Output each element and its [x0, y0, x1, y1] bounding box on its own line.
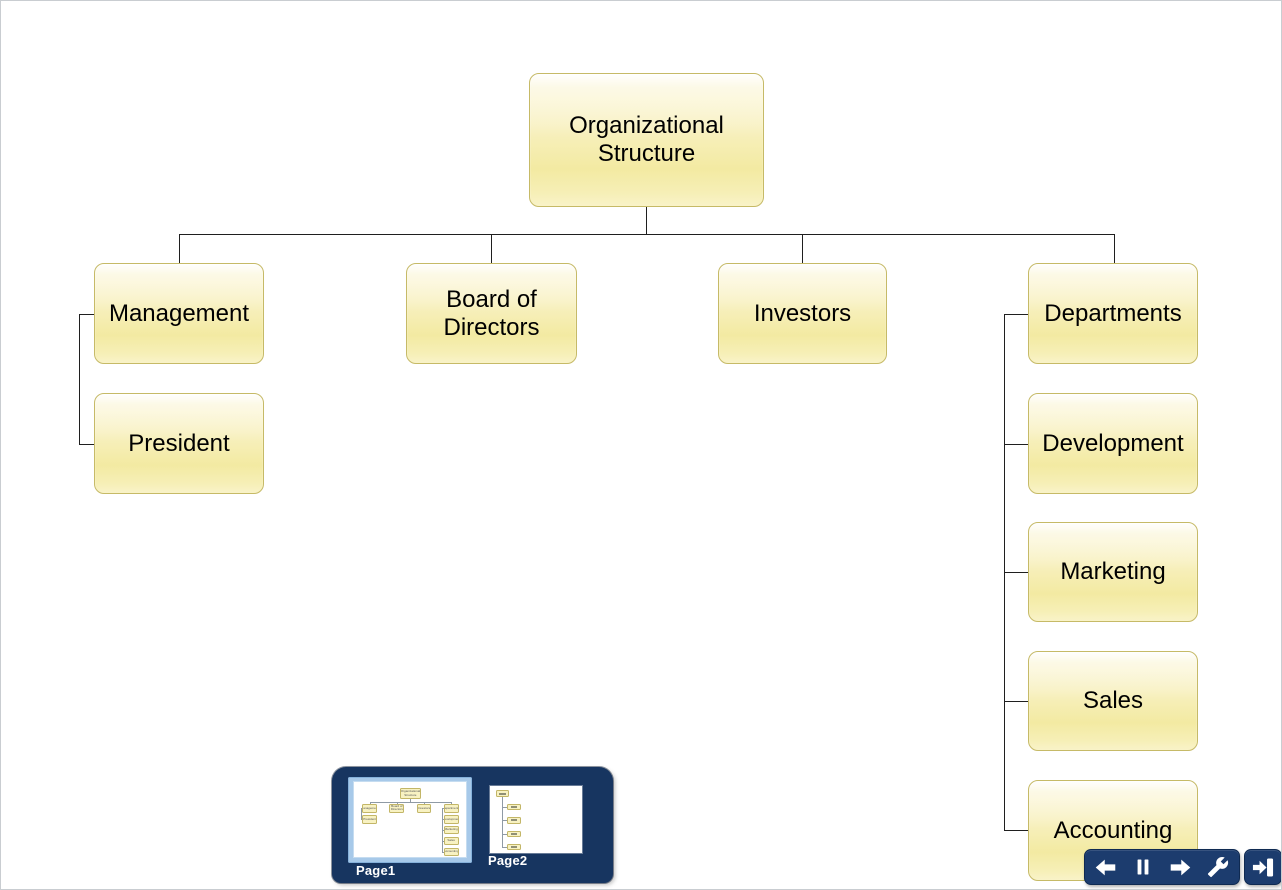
- mini-node-text: Organizational Structure: [400, 789, 421, 797]
- org-connector-line: [1004, 830, 1028, 831]
- mini-connector: [441, 851, 444, 853]
- wrench-icon: [1207, 856, 1229, 878]
- org-connector-line: [79, 314, 94, 315]
- mini-connector: [451, 801, 453, 805]
- org-node-label: Development: [1042, 429, 1184, 457]
- mini-connector: [410, 799, 412, 802]
- org-node-label: Sales: [1082, 687, 1144, 714]
- mini-connector: [502, 797, 503, 847]
- org-node-label: Investors: [753, 299, 852, 327]
- org-node-label: Accounting: [1053, 816, 1173, 844]
- mini-connector: [502, 806, 507, 808]
- mini-node-text: Sales: [447, 838, 455, 843]
- arrow-left-icon: [1094, 856, 1117, 879]
- mini-connector: [369, 801, 452, 803]
- org-connector-line: [79, 314, 80, 444]
- mini-connector: [423, 801, 425, 805]
- org-node-board-of-directors: Board of Directors: [406, 263, 577, 364]
- org-connector-line: [179, 234, 180, 263]
- org-connector-line: [802, 234, 803, 263]
- org-node-label: Departments: [1044, 299, 1182, 327]
- org-node-marketing: Marketing: [1028, 522, 1198, 622]
- org-node-sales: Sales: [1028, 651, 1198, 751]
- page-label-page2: Page2: [488, 853, 528, 868]
- exit-door-icon: [1251, 856, 1275, 879]
- mini-connector: [502, 846, 507, 848]
- mini-node-text: Marketing: [444, 827, 458, 832]
- pause-icon: [1133, 856, 1153, 878]
- org-node-development: Development: [1028, 393, 1198, 494]
- next-slide-button[interactable]: [1164, 852, 1198, 882]
- org-connector-line: [79, 444, 94, 445]
- mini-node-text: Management: [363, 805, 376, 810]
- mini-connector: [441, 830, 444, 832]
- mini-node-development: Development: [443, 815, 459, 824]
- mini-node-text: President: [363, 816, 376, 821]
- mini-node: [507, 803, 521, 810]
- mini-node-text: Investors: [417, 805, 431, 810]
- mini-connector: [360, 808, 362, 820]
- mini-node: [507, 830, 521, 837]
- page-thumbnail-page2[interactable]: [490, 786, 582, 853]
- mini-connector: [396, 801, 398, 805]
- mini-node-sales: Sales: [443, 836, 459, 846]
- exit-button[interactable]: [1246, 852, 1280, 882]
- org-node-organizational-structure: Organizational Structure: [529, 73, 764, 207]
- org-node-departments: Departments: [1028, 263, 1198, 364]
- mini-node-marketing: Marketing: [443, 825, 459, 835]
- mini-node-management: Management: [362, 804, 377, 813]
- mini-connector: [441, 808, 444, 810]
- mini-node-text: Accounting: [443, 849, 459, 854]
- mini-connector: [360, 819, 363, 821]
- org-connector-line: [179, 234, 1114, 235]
- org-node-label: Marketing: [1060, 558, 1166, 585]
- org-connector-line: [1004, 701, 1028, 702]
- org-connector-line: [646, 207, 647, 234]
- org-node-president: President: [94, 393, 264, 494]
- org-node-label: Organizational Structure: [569, 112, 724, 167]
- mini-node-text: Departments: [444, 805, 459, 810]
- org-connector-line: [491, 234, 492, 263]
- mini-node: [496, 790, 509, 797]
- mini-connector: [502, 833, 507, 835]
- mini-node-accounting: Accounting: [443, 847, 459, 857]
- mini-connector: [502, 820, 507, 822]
- mini-node: [507, 843, 521, 850]
- exit-toolbar: [1244, 849, 1281, 885]
- mini-node-investors: Investors: [416, 804, 432, 813]
- settings-button[interactable]: [1201, 852, 1235, 882]
- mini-connector: [369, 801, 371, 805]
- mini-node-text: Board of Directors: [390, 804, 403, 812]
- mini-node: [507, 817, 521, 824]
- org-node-label: Management: [108, 299, 250, 327]
- mini-node-board-of-directors: Board of Directors: [389, 804, 405, 813]
- org-node-label: Board of Directors: [443, 285, 540, 341]
- page-label-page1: Page1: [356, 863, 396, 878]
- org-connector-line: [1004, 572, 1028, 573]
- arrow-right-icon: [1169, 856, 1192, 879]
- org-connector-line: [1004, 444, 1028, 445]
- slideshow-toolbar: [1084, 849, 1240, 885]
- org-node-label: President: [128, 429, 230, 457]
- mini-connector: [441, 840, 444, 842]
- mini-connector: [441, 819, 444, 821]
- mini-node-president: President: [362, 815, 377, 824]
- mini-node-text: Development: [444, 816, 458, 821]
- org-node-management: Management: [94, 263, 264, 364]
- pause-button[interactable]: [1126, 852, 1160, 882]
- org-connector-line: [1114, 234, 1115, 263]
- mini-node-departments: Departments: [443, 804, 459, 813]
- org-node-investors: Investors: [718, 263, 887, 364]
- previous-slide-button[interactable]: [1089, 852, 1123, 882]
- mini-node-organizational-structure: Organizational Structure: [400, 788, 421, 800]
- org-connector-line: [1004, 314, 1028, 315]
